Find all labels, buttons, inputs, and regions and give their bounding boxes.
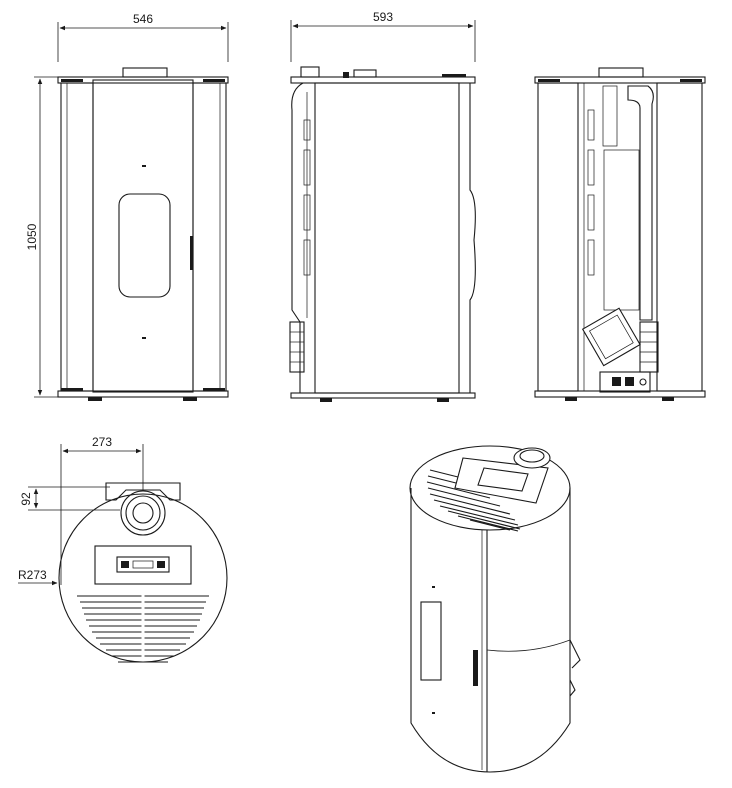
dimension-side-depth: 593 (290, 10, 476, 62)
door-handle-3d (473, 650, 478, 686)
control-panel (94, 545, 192, 585)
dimension-height: 1050 (25, 76, 58, 398)
door-handle (190, 236, 193, 270)
dimension-label: 1050 (25, 223, 39, 250)
dimension-label: 273 (92, 435, 112, 449)
dimension-label: 593 (373, 10, 393, 24)
dimension-label: 546 (133, 12, 153, 26)
dimension-radius: R273 (18, 568, 58, 586)
top-view (58, 482, 228, 663)
viewing-glass-3d (420, 601, 442, 681)
dimension-flue-offset-x: 273 (60, 435, 144, 585)
dimension-label: R273 (18, 568, 47, 582)
viewing-glass (118, 193, 171, 298)
side-view (289, 66, 476, 402)
dimension-front-width: 546 (57, 12, 229, 62)
front-view (57, 67, 229, 401)
dimension-flue-offset-y: 92 (19, 486, 120, 511)
pellet-hopper (581, 307, 641, 367)
top-grill-3d (426, 469, 521, 532)
rear-view (534, 67, 706, 401)
dimension-label: 92 (19, 492, 33, 506)
top-grill (77, 592, 209, 663)
isometric-view (409, 445, 581, 773)
